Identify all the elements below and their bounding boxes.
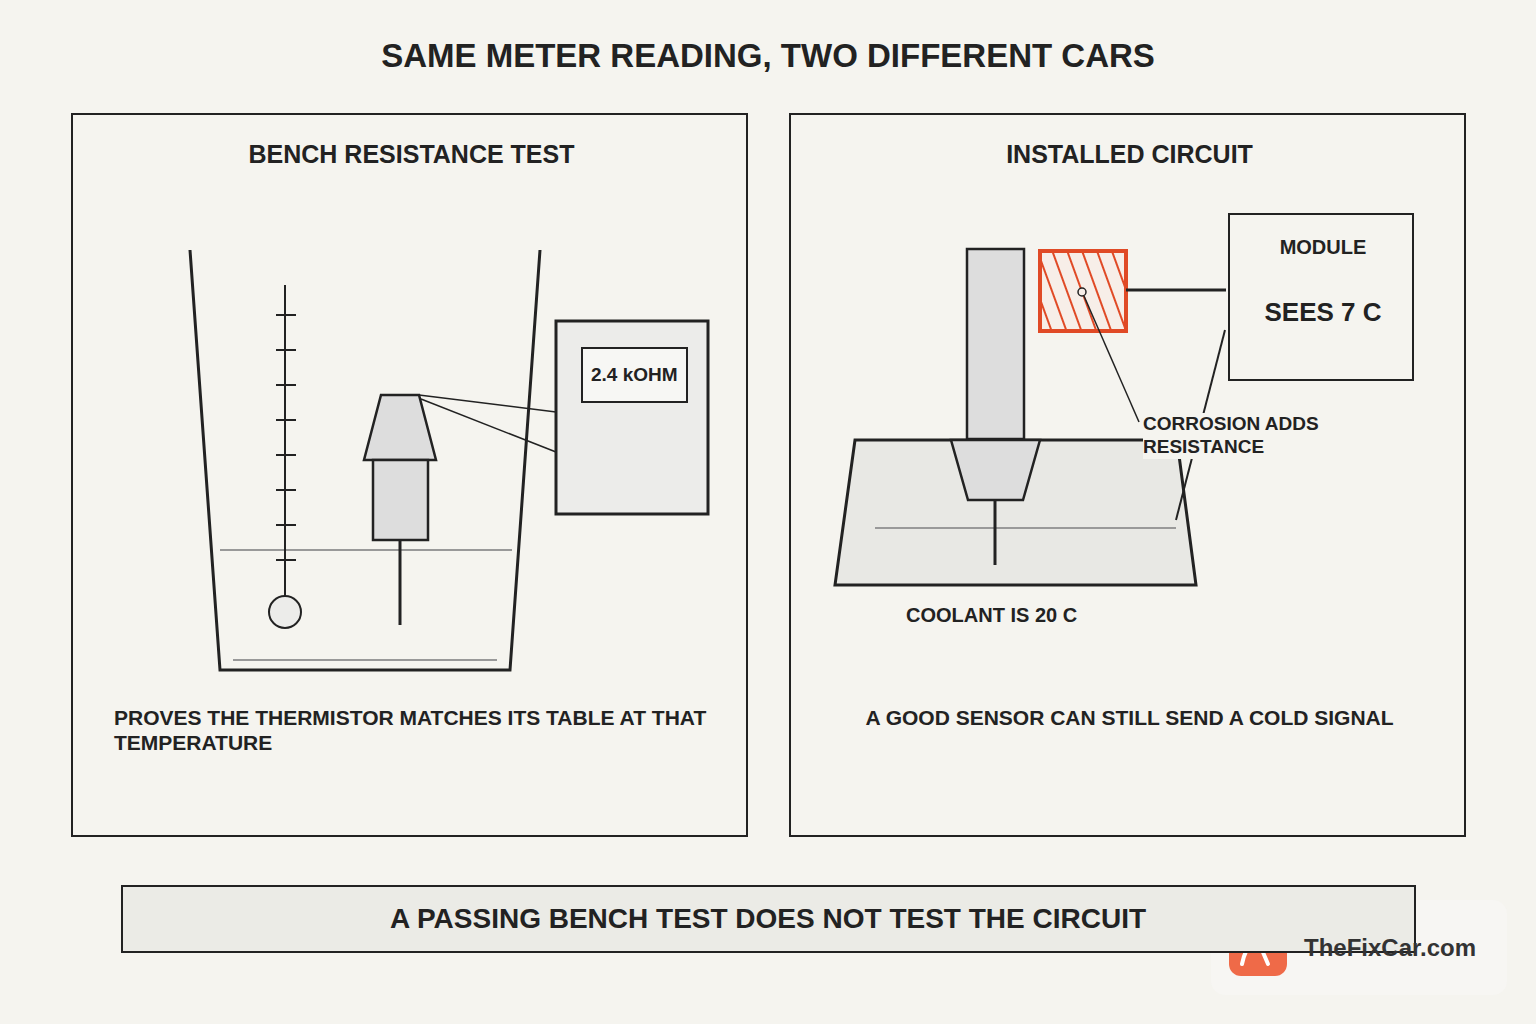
temperature-sensor: [364, 395, 436, 625]
callout-note: CORROSION ADDS RESISTANCE: [1143, 413, 1339, 459]
panel-heading: BENCH RESISTANCE TEST: [73, 139, 750, 169]
meter-reading: 2.4 kOHM: [591, 364, 678, 387]
coolant-line: [875, 527, 1176, 529]
beaker: [190, 250, 540, 670]
water-line: [220, 549, 512, 551]
installed-sensor: [951, 249, 1040, 565]
engine-block: [835, 440, 1196, 585]
panel-note: PROVES THE THERMISTOR MATCHES ITS TABLE …: [114, 705, 714, 755]
leader-line: [1084, 296, 1139, 422]
title: SAME METER READING, TWO DIFFERENT CARS: [0, 36, 1536, 76]
watermark: TheFixCar.com: [1304, 934, 1504, 963]
meter-leads: [419, 395, 556, 452]
panel-note: A GOOD SENSOR CAN STILL SEND A COLD SIGN…: [791, 705, 1468, 730]
conclusion-band: A PASSING BENCH TEST DOES NOT TEST THE C…: [121, 885, 1416, 953]
leader-dot: [1078, 288, 1086, 296]
corroded-connector: [1040, 251, 1126, 331]
meter-display: 2.4 kOHM: [581, 347, 688, 403]
module-reading: SEES 7 C: [1230, 297, 1416, 328]
coolant-note: COOLANT IS 20 C: [906, 603, 1166, 627]
module-name: MODULE: [1230, 235, 1416, 259]
module-box: MODULE SEES 7 C: [1228, 213, 1414, 381]
signal-wire: [1126, 289, 1226, 292]
multimeter: [556, 321, 708, 514]
conclusion-text: A PASSING BENCH TEST DOES NOT TEST THE C…: [390, 902, 1146, 936]
thermometer: [269, 285, 301, 628]
beaker-bottom: [233, 659, 497, 661]
circuit-panel: MODULE SEES 7 C INSTALLED CIRCUIT A GOOD SE…: [789, 113, 1466, 837]
test-panel: 2.4 kOHM BENCH RESISTANCE TEST PROVES THE …: [71, 113, 748, 837]
panel-heading: INSTALLED CIRCUIT: [791, 139, 1468, 169]
